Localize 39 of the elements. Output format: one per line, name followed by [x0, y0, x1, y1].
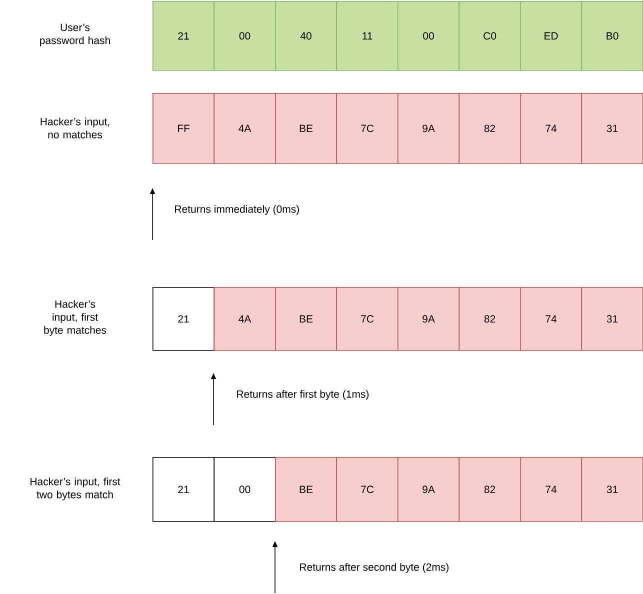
byte-cell: BE	[275, 93, 338, 164]
row-label: Hacker’s input, no matches	[40, 118, 110, 138]
byte-cell: FF	[152, 93, 215, 164]
row-label: Hacker’s input, first byte matches	[44, 300, 106, 336]
byte-cell: 31	[581, 457, 643, 522]
byte-cell: 9A	[398, 287, 460, 351]
row-label: User’s password hash	[40, 24, 110, 46]
byte-cell: 7C	[336, 93, 398, 164]
byte-cell: BE	[275, 457, 338, 522]
byte-cell: 74	[520, 93, 582, 164]
byte-cell: 7C	[336, 287, 398, 351]
byte-cell: 40	[275, 1, 338, 71]
byte-cell: 00	[214, 457, 276, 522]
arrow-label: Returns after first byte (1ms)	[237, 390, 369, 400]
byte-cell: 9A	[398, 93, 460, 164]
byte-cell: 4A	[214, 93, 276, 164]
byte-cell: 31	[581, 93, 643, 164]
byte-cell: 21	[152, 287, 215, 351]
byte-cell: 82	[458, 457, 521, 522]
byte-cell: 21	[152, 1, 215, 71]
byte-cell: 7C	[336, 457, 398, 522]
row-label: Hacker’s input, first two bytes match	[30, 478, 120, 500]
byte-cell: 11	[336, 1, 398, 71]
arrow-label: Returns after second byte (2ms)	[300, 563, 448, 573]
byte-cell: B0	[581, 1, 643, 71]
arrow-label: Returns immediately (0ms)	[175, 205, 299, 215]
byte-cell: 74	[520, 287, 582, 351]
byte-cell: 82	[458, 93, 521, 164]
byte-cell: 00	[398, 1, 460, 71]
byte-cell: C0	[458, 1, 521, 71]
byte-cell: 74	[520, 457, 582, 522]
byte-cell: ED	[520, 1, 582, 71]
byte-cell: 31	[581, 287, 643, 351]
byte-cell: BE	[275, 287, 338, 351]
byte-cell: 21	[152, 457, 215, 522]
byte-cell: 4A	[214, 287, 276, 351]
byte-cell: 82	[458, 287, 521, 351]
byte-cell: 9A	[398, 457, 460, 522]
byte-cell: 00	[214, 1, 276, 71]
